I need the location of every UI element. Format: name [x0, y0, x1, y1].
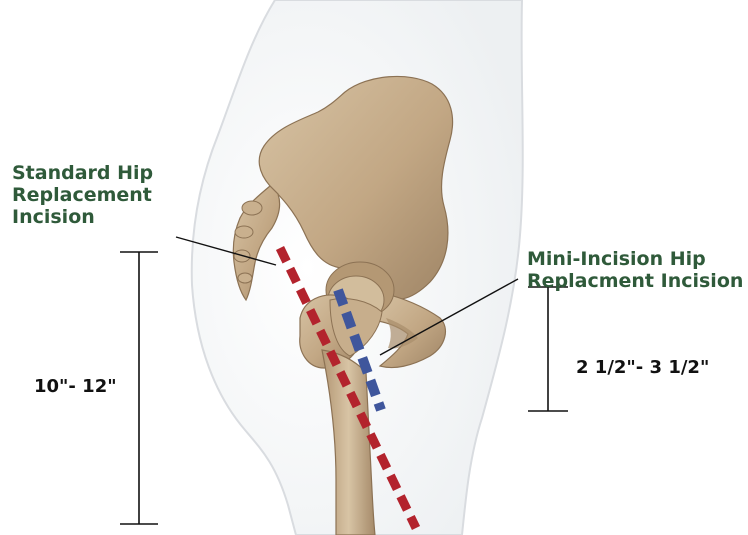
standard-label-line-2: Replacement: [12, 184, 202, 206]
standard-label-line-3: Incision: [12, 206, 202, 228]
mini-label-line-2: Replacment Incision: [527, 270, 748, 292]
standard-length-label: 10"- 12": [34, 376, 117, 397]
standard-label-line-1: Standard Hip: [12, 162, 202, 184]
standard-incision-label: Standard Hip Replacement Incision: [12, 162, 202, 228]
mini-incision-label: Mini-Incision Hip Replacment Incision: [527, 248, 748, 292]
coccyx-segment: [235, 226, 253, 238]
coccyx-segment: [242, 201, 262, 215]
mini-label-line-1: Mini-Incision Hip: [527, 248, 748, 270]
coccyx-segment: [238, 273, 252, 283]
mini-length-label: 2 1/2"- 3 1/2": [576, 357, 709, 378]
